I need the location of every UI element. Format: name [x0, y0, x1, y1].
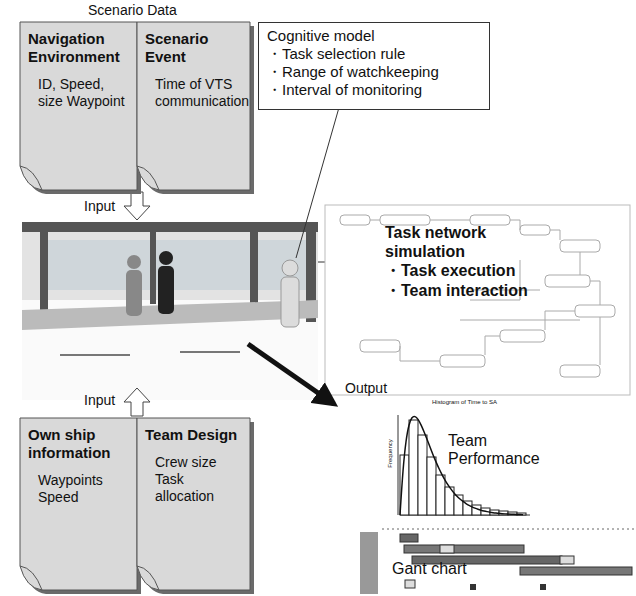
box-heading: Task network simulation — [385, 223, 570, 261]
document-box: Own ship informationWaypoints Speed — [20, 418, 137, 590]
box-body: ・Task execution — [385, 261, 570, 280]
box-body: ・Task selection rule — [267, 45, 481, 63]
box-heading: Navigation Environment — [28, 30, 129, 66]
group-label: Scenario Data — [88, 2, 177, 18]
simulation-panel: Task network simulation・Task execution・T… — [325, 205, 630, 395]
box-body: Waypoints Speed — [38, 472, 129, 506]
chart-label: Gant chart — [392, 560, 467, 578]
output-arrow — [248, 344, 334, 404]
box-body: ・Team interaction — [385, 281, 570, 300]
box-heading: Own ship information — [28, 426, 129, 462]
box-body: ・Range of watchkeeping — [267, 63, 481, 81]
note-box: Cognitive model・Task selection rule・Rang… — [258, 22, 490, 110]
document-box: Navigation EnvironmentID, Speed, size Wa… — [20, 22, 137, 190]
input-arrow — [124, 388, 150, 416]
bridge-illustration — [22, 222, 318, 400]
chart-label: Team Performance — [448, 432, 548, 469]
document-box: Scenario EventTime of VTS communication — [137, 22, 250, 190]
chart-title: Histogram of Time to SA — [432, 399, 497, 406]
arrow-label: Output — [345, 380, 387, 396]
box-heading: Scenario Event — [145, 30, 242, 66]
document-box: Team DesignCrew size Task allocation — [137, 418, 250, 590]
box-heading: Team Design — [145, 426, 242, 444]
box-body: ・Interval of monitoring — [267, 81, 481, 99]
box-heading: Cognitive model — [267, 27, 481, 45]
box-body: Time of VTS communication — [155, 76, 242, 110]
arrow-label: Input — [84, 392, 115, 408]
box-body: Crew size Task allocation — [155, 454, 242, 504]
leader-line — [318, 262, 325, 263]
arrow-label: Input — [84, 198, 115, 214]
gantt-chart — [360, 529, 634, 594]
axis-label: Frequency — [387, 439, 394, 467]
document-outline — [137, 418, 256, 596]
box-body: ID, Speed, size Waypoint — [38, 76, 129, 110]
task-network-picture — [325, 205, 630, 395]
input-arrow — [124, 192, 150, 220]
